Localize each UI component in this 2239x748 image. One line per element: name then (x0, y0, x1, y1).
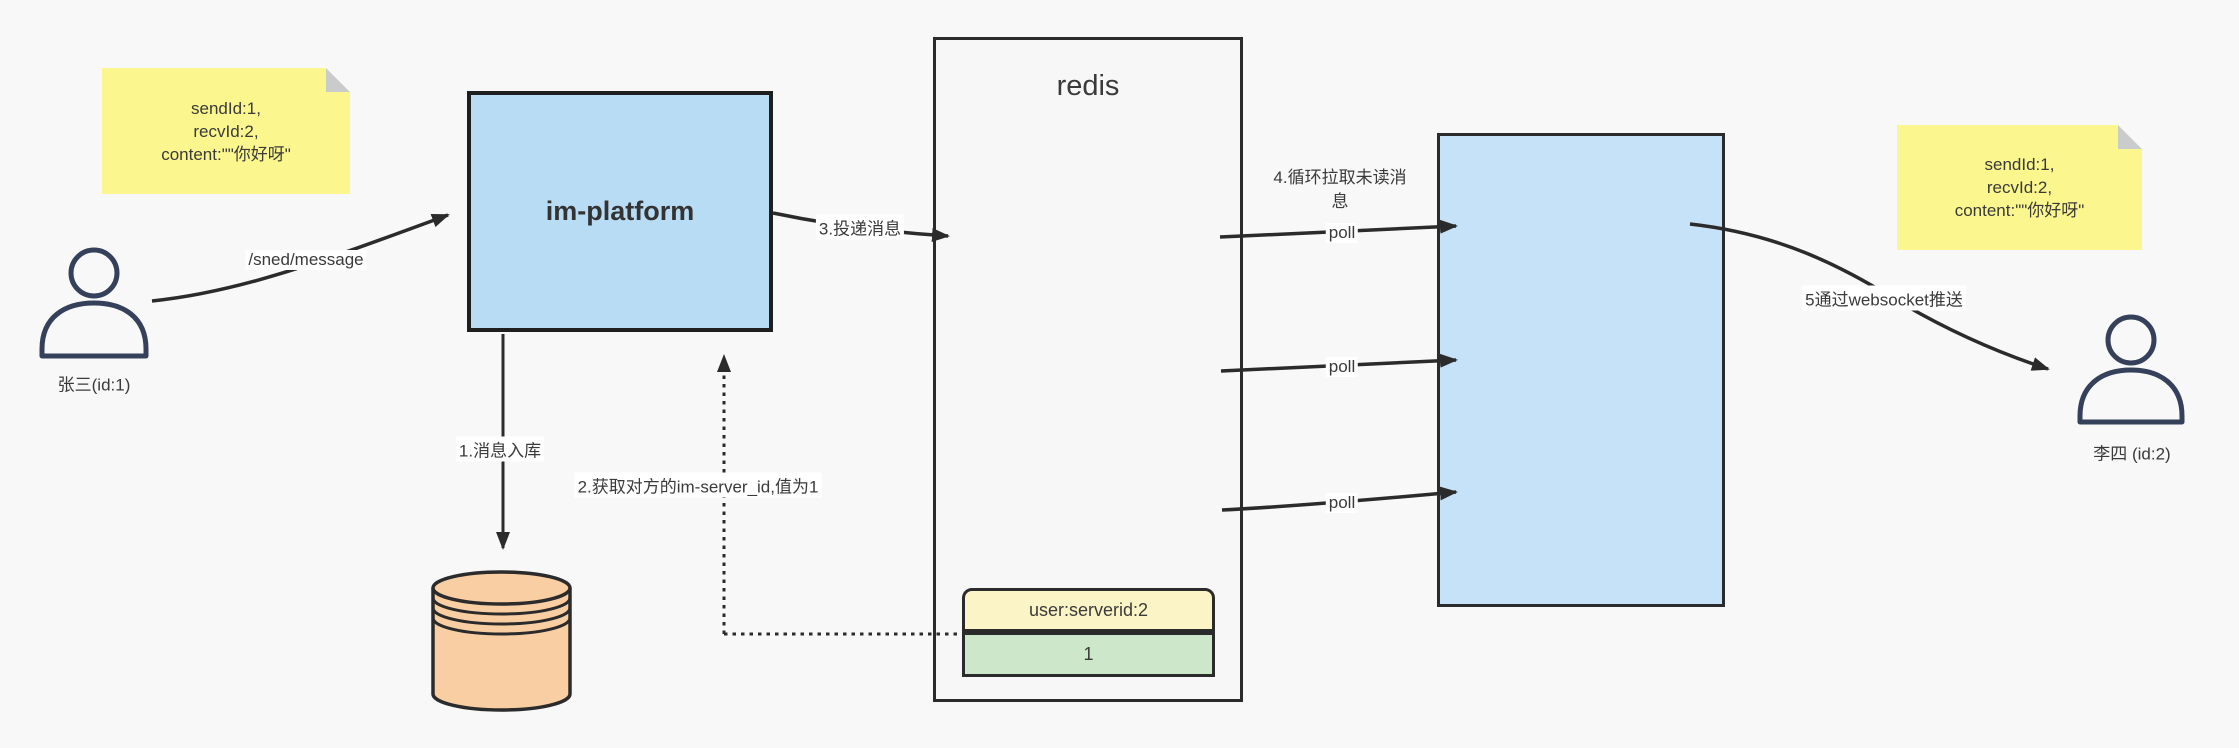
note-line: recvId:2, (1986, 178, 2053, 197)
label-step1: 1.消息入库 (455, 436, 545, 462)
label-step4-line1: 4.循环拉取未读消 (1273, 168, 1407, 187)
note-line: recvId:2, (193, 121, 259, 141)
user-serverid-value-box: 1 (962, 632, 1215, 677)
sender-label: 张三(id:1) (57, 375, 131, 395)
label-step4: 4.循环拉取未读消 息 (1273, 166, 1406, 214)
note-line: content:""你好呀" (1954, 201, 2085, 220)
im-platform-box: im-platform (467, 91, 773, 332)
label-step5: 5通过websocket推送 (1802, 285, 1966, 311)
redis-title: redis (1056, 70, 1120, 102)
im-platform-title: im-platform (545, 196, 695, 226)
label-step3: 3.投递消息 (815, 214, 905, 240)
arrow-send-message (151, 213, 450, 303)
label-poll-1: poll (1325, 223, 1359, 243)
im-server-group-panel (1437, 133, 1725, 607)
label-poll-3: poll (1325, 493, 1359, 513)
sticky-note-receiver: sendId:1, recvId:2, content:""你好呀" (1897, 125, 2142, 250)
label-step2: 2.获取对方的im-server_id,值为1 (574, 472, 822, 498)
user-serverid-key-box: user:serverid:2 (962, 588, 1215, 632)
label-poll-2: poll (1325, 357, 1359, 377)
note-line: sendId:1, (1984, 155, 2055, 174)
note-line: sendId:1, (191, 98, 261, 118)
sender-person-icon (39, 247, 149, 359)
note-line: content:""你好呀" (161, 144, 291, 164)
receiver-label: 李四 (id:2) (2093, 444, 2171, 464)
mysql-database-icon (431, 570, 572, 712)
sticky-note-sender: sendId:1, recvId:2, content:""你好呀" (102, 68, 350, 194)
receiver-person-icon (2077, 314, 2185, 425)
label-send-endpoint: /sned/message (245, 250, 367, 270)
label-step4-line2: 息 (1331, 192, 1349, 211)
